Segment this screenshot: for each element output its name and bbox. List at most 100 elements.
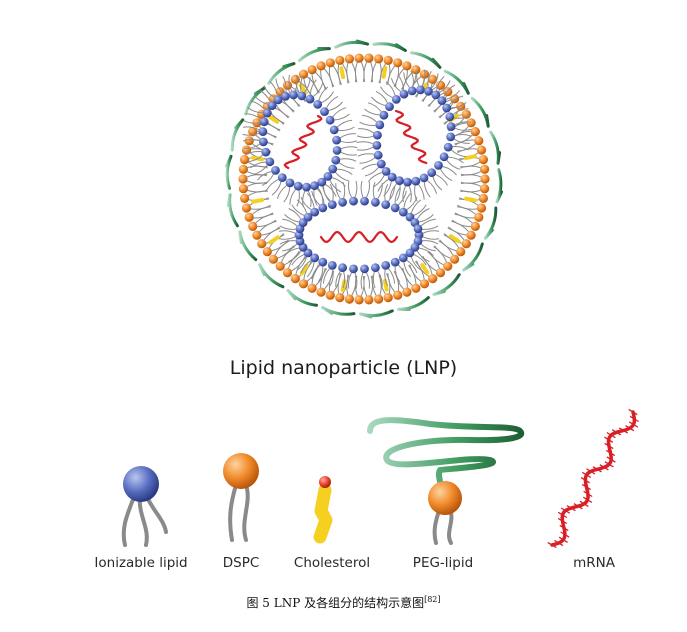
outer-lipid-head	[443, 261, 453, 271]
ionizable-lipid-head	[398, 207, 408, 217]
outer-lipid-head	[474, 212, 484, 222]
outer-lipid-head	[419, 279, 430, 289]
peg-chain	[483, 206, 498, 240]
outer-lipid-head	[240, 193, 250, 203]
ionizable-lipid-head	[310, 253, 320, 263]
ionizable-lipid-head	[325, 115, 335, 125]
ionizable-lipid-head	[285, 178, 295, 188]
outer-lipid-head	[344, 54, 354, 64]
ionizable-lipid-head	[323, 172, 333, 181]
outer-lipid-head	[461, 239, 471, 249]
outer-lipid-head	[241, 203, 252, 213]
ionizable-lipid-head	[259, 137, 268, 147]
ionizable-lipid-head	[407, 86, 417, 96]
label-dspc: DSPC	[222, 555, 260, 571]
cholesterol-molecule	[420, 263, 430, 275]
outer-lipid-head	[466, 118, 476, 128]
ionizable-lipid-head	[331, 155, 341, 165]
peg-chain	[410, 51, 442, 69]
ionizable-lipid-head	[318, 203, 328, 213]
ionizable-lipid-head	[332, 146, 342, 155]
cholesterol-molecule	[381, 66, 388, 79]
ionizable-lipid-head	[437, 96, 447, 105]
outer-lipid-head	[364, 53, 374, 63]
ionizable-lipid-head	[349, 264, 358, 274]
outer-lipid-head	[316, 287, 326, 297]
outer-lipid-head	[478, 155, 488, 165]
outer-lipid-head	[257, 239, 267, 249]
peg-chain	[334, 39, 369, 49]
ionizable-lipid-head	[403, 177, 412, 187]
outer-lipid-head	[354, 53, 364, 63]
ionizable-lipid-head	[413, 224, 423, 234]
outer-lipid-head	[244, 136, 254, 146]
ionizable-lipid-head	[349, 196, 358, 206]
ionizable-lipid-head	[390, 257, 400, 267]
ionizable-lipid-head	[385, 102, 394, 111]
peg-chain	[244, 86, 266, 116]
dspc-icon	[223, 453, 259, 542]
outer-lipid-head	[419, 69, 430, 79]
outer-lipid-head	[238, 164, 248, 174]
lipid-nanoparticle	[225, 39, 503, 319]
peg-chain	[443, 69, 470, 95]
ionizable-lipid-head	[372, 141, 382, 150]
ionizable-lipid-head	[371, 263, 380, 273]
cholesterol-molecule	[382, 278, 389, 292]
outer-lipid-head	[316, 61, 326, 71]
ionizable-lipid-head	[277, 173, 287, 183]
cholesterol-molecule	[339, 66, 346, 80]
ionizable-lipid-head	[439, 152, 449, 162]
outer-lipid-head	[480, 174, 490, 184]
ionizable-lipid-head	[376, 159, 386, 169]
outer-lipid-head	[298, 69, 309, 79]
outer-lipid-head	[456, 247, 466, 257]
outer-lipid-head	[480, 164, 490, 174]
ionizable-lipid-head	[313, 100, 323, 109]
ionizable-lipid-head	[265, 157, 275, 167]
label-mrna: mRNA	[573, 555, 615, 571]
peg-chain	[397, 296, 430, 311]
ionizable-lipid-head	[338, 263, 347, 273]
outer-lipid-head	[480, 184, 490, 194]
ionizable-lipid-head	[320, 107, 329, 116]
cholesterol-molecule	[251, 197, 265, 204]
peg-chain	[226, 193, 239, 228]
ionizable-lipid-head	[373, 150, 383, 160]
ionizable-lipid-head	[267, 101, 277, 110]
outer-lipid-head	[307, 65, 317, 75]
peg-chain	[298, 47, 331, 62]
peg-chain	[267, 62, 296, 85]
ionizable-lipid-head	[390, 203, 400, 213]
lipid-compartment	[356, 69, 472, 203]
ionizable-lipid-head	[434, 161, 443, 170]
ionizable-lipid-head	[273, 95, 283, 105]
encapsulated-mrna	[394, 109, 428, 165]
peg-chain	[432, 273, 461, 296]
peg-chain	[495, 168, 503, 204]
cholesterol-molecule	[268, 235, 280, 245]
ionizable-lipid-head	[427, 168, 437, 178]
outer-lipid-head	[374, 294, 384, 304]
outer-lipid-head	[411, 283, 421, 293]
outer-lipid-head	[393, 58, 403, 68]
outer-lipid-head	[428, 274, 438, 284]
outer-lipid-heads	[238, 53, 490, 305]
figure-title: Lipid nanoparticle (LNP)	[229, 357, 458, 379]
peg-chain	[225, 154, 233, 190]
outer-lipid-head	[383, 55, 393, 65]
outer-lipid-head	[476, 145, 487, 155]
ionizable-lipid-head	[258, 127, 268, 136]
outer-lipid-head	[262, 247, 272, 257]
lipid-compartment	[278, 180, 440, 290]
outer-lipid-head	[248, 221, 258, 231]
peg-chain	[238, 230, 258, 262]
outer-lipid-head	[240, 155, 250, 165]
ionizable-lipid-head	[399, 89, 409, 99]
outer-lipid-head	[275, 261, 285, 271]
ionizable-lipid-head	[293, 181, 303, 191]
outer-lipid-head	[470, 127, 480, 137]
ionizable-lipid-head	[395, 176, 404, 186]
ionizable-lipid-head	[305, 94, 315, 104]
ionizable-lipid-head	[271, 166, 280, 175]
